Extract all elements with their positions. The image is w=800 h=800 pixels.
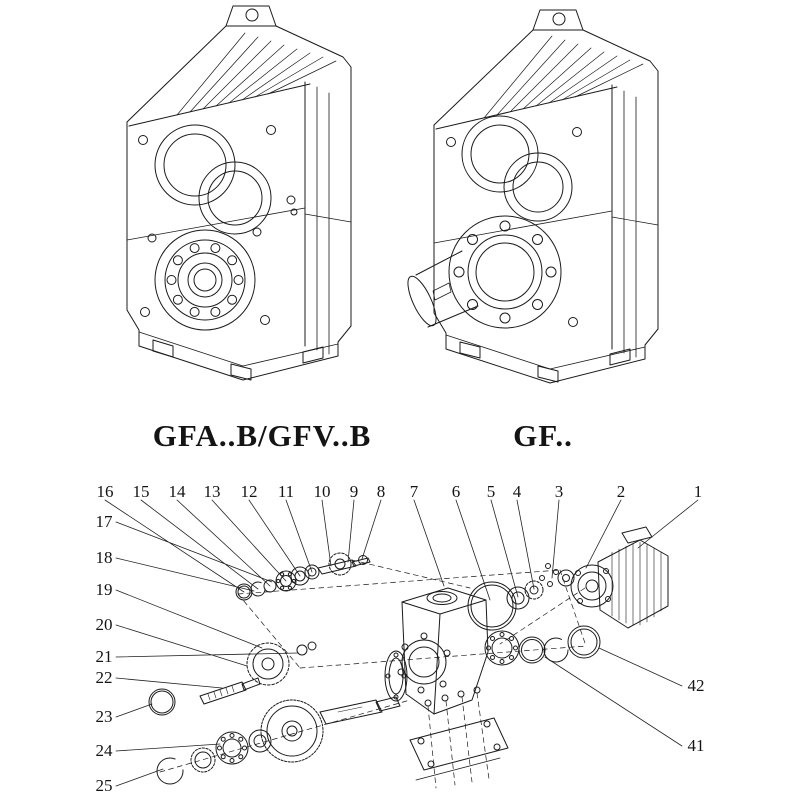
callout-42: 42 <box>687 676 705 695</box>
callout-13: 13 <box>203 482 221 501</box>
callout-19: 19 <box>95 580 113 599</box>
bolt-holes <box>138 125 298 325</box>
callout-22: 22 <box>95 668 113 687</box>
cover-plate-and-bolts-parts <box>409 686 509 781</box>
mounting-feet <box>152 339 324 381</box>
intermediate-gear-parts <box>148 641 317 716</box>
callout-3: 3 <box>554 482 564 501</box>
callout-12: 12 <box>240 482 258 501</box>
callout-10: 10 <box>313 482 331 501</box>
output-bearing <box>154 229 256 331</box>
output-gear-and-shaft-parts <box>260 696 401 763</box>
callout-6: 6 <box>451 482 461 501</box>
bearing-and-rings-right-parts <box>484 625 601 666</box>
callout-20: 20 <box>95 615 113 634</box>
lifting-eye-hole <box>552 12 566 26</box>
exploded-view-drawing <box>104 499 699 789</box>
mounting-feet <box>459 341 631 383</box>
model-caption-left: GFA..B/GFV..B <box>152 418 372 453</box>
callout-25: 25 <box>95 776 113 795</box>
input-bores <box>154 124 272 235</box>
callout-1: 1 <box>693 482 703 501</box>
callout-23: 23 <box>95 707 113 726</box>
input-bores <box>461 115 573 222</box>
end-cover-flange-part <box>384 650 408 702</box>
callout-17: 17 <box>95 512 113 531</box>
callout-2: 2 <box>616 482 626 501</box>
callout-21: 21 <box>95 647 113 666</box>
output-shaft <box>407 250 479 328</box>
coupling-and-bolts-parts <box>539 563 575 587</box>
housing-ribs <box>176 32 337 116</box>
callout-4: 4 <box>512 482 522 501</box>
callout-41: 41 <box>687 736 705 755</box>
bolt-holes <box>446 127 582 327</box>
callout-14: 14 <box>168 482 186 501</box>
callout-7: 7 <box>409 482 419 501</box>
output-flange <box>448 215 562 329</box>
lifting-eye-hole <box>245 8 259 22</box>
output-bearing-and-rings-parts <box>156 729 272 785</box>
housing-part <box>397 587 489 715</box>
leader-lines <box>104 499 699 787</box>
callout-15: 15 <box>132 482 150 501</box>
model-caption-right: GF.. <box>513 418 573 453</box>
input-gear-and-washers-parts <box>467 580 544 631</box>
callout-11: 11 <box>277 482 295 501</box>
callout-16: 16 <box>96 482 114 501</box>
callout-9: 9 <box>349 482 359 501</box>
callout-18: 18 <box>95 548 113 567</box>
housing-ribs <box>483 35 644 119</box>
gearbox-left-drawing <box>126 5 352 381</box>
callout-8: 8 <box>376 482 386 501</box>
callout-5: 5 <box>486 482 496 501</box>
callout-24: 24 <box>95 741 113 760</box>
assembly-guide-lines <box>159 559 587 789</box>
gearbox-right-drawing <box>407 9 659 384</box>
motor-part <box>570 526 669 629</box>
